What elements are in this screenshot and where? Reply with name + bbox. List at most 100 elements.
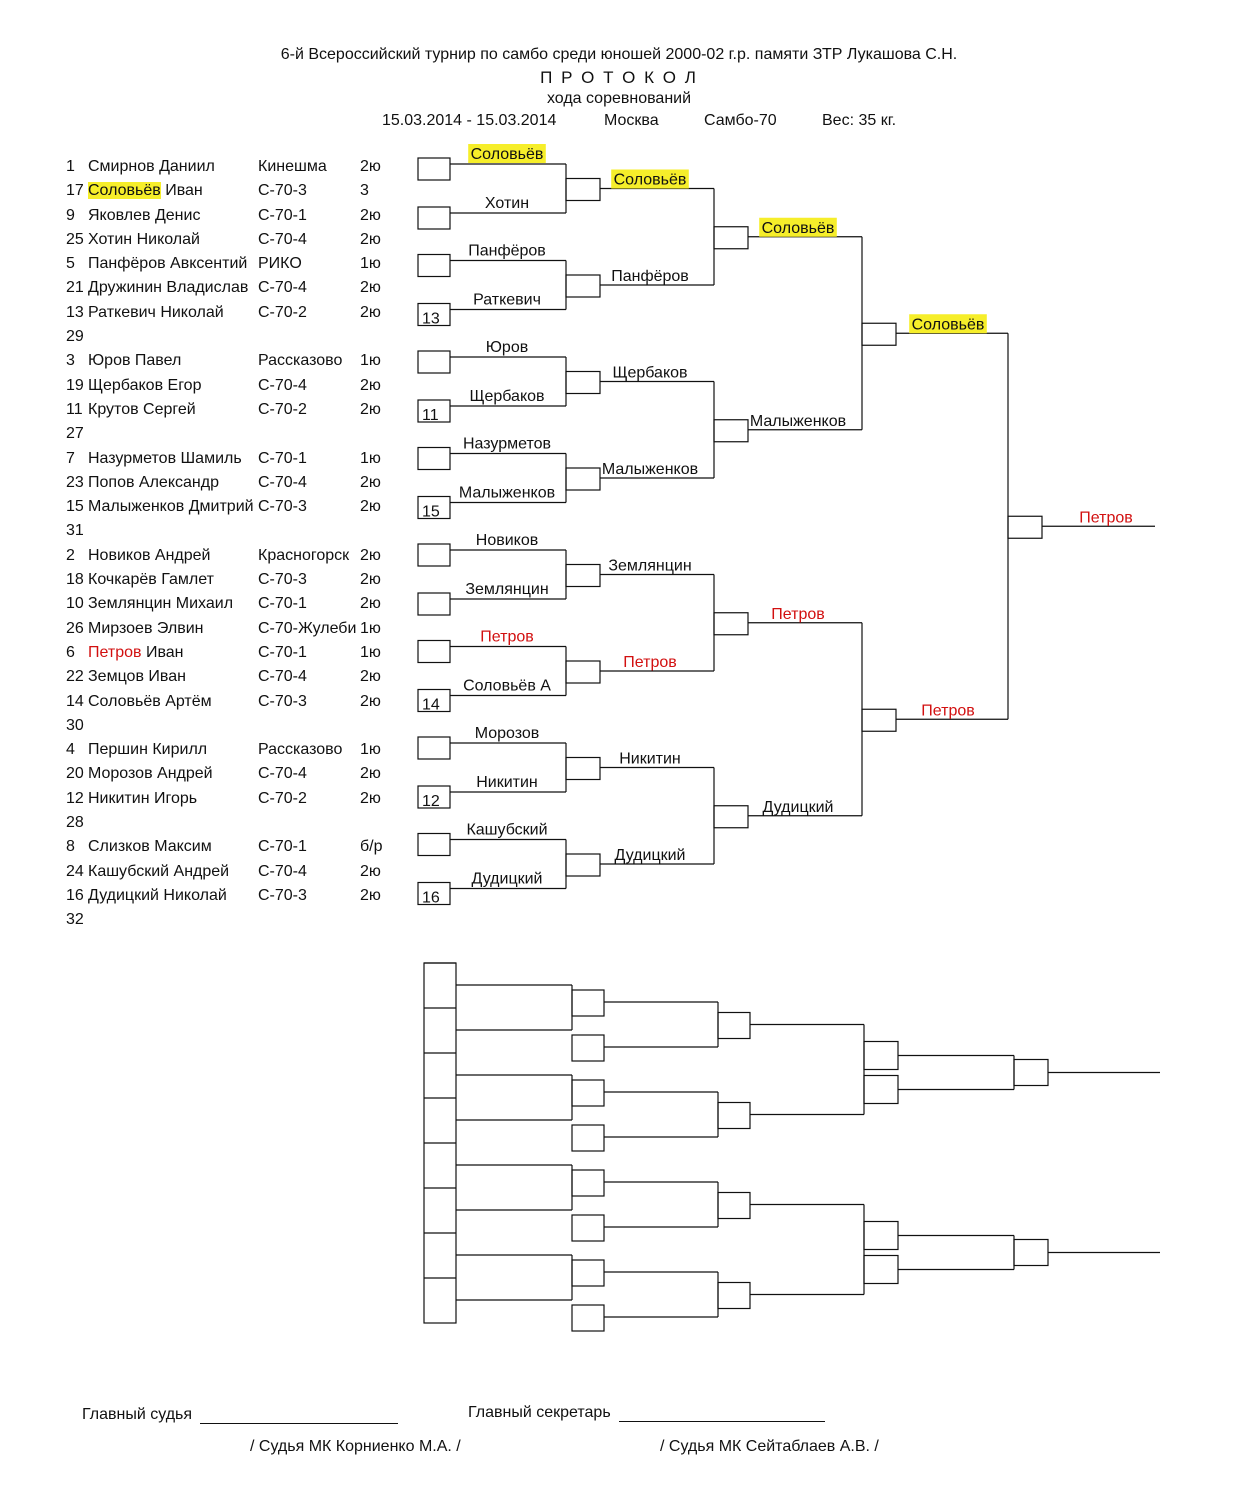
participant-number: 5: [66, 255, 75, 273]
participant-number: 13: [66, 303, 84, 321]
participant-number: 12: [66, 789, 84, 807]
participant-number: 1: [66, 158, 75, 175]
participant-club: С-70-3: [258, 498, 307, 516]
round1-competitor: Никитин: [476, 774, 538, 791]
score-box: [1013, 1058, 1049, 1087]
round1-competitor: Соловьёв А: [463, 678, 551, 695]
participant-name: Слизков Максим: [88, 838, 212, 856]
participant-number: 4: [66, 741, 75, 759]
round1-competitor: Малыженков: [459, 485, 555, 502]
round1-competitor: Назурметов: [463, 436, 551, 453]
score-box: [717, 1191, 751, 1220]
participant-name: Раткевич Николай: [88, 303, 224, 321]
participant-rank: 2ю: [360, 230, 381, 248]
participant-name: Соловьёв Иван: [88, 180, 203, 202]
participant-number: 18: [66, 571, 84, 589]
participant-club: С-70-3: [258, 182, 307, 200]
score-box: [571, 1079, 605, 1107]
participant-name: Яковлев Денис: [88, 206, 201, 224]
seed-number: 12: [422, 793, 440, 810]
participant-number: 28: [66, 814, 84, 832]
participant-name: Малыженков Дмитрий: [88, 498, 254, 516]
score-box: [417, 350, 451, 374]
chief-secretary-name: / Судья МК Сейтаблаев А.В. /: [660, 1438, 879, 1455]
score-box: [1007, 515, 1043, 539]
participant-number: 8: [66, 838, 75, 856]
participant-name: Новиков Андрей: [88, 546, 211, 564]
participant-row: 28: [66, 812, 406, 836]
participant-rank: 1ю: [360, 255, 381, 273]
participant-rank: 2ю: [360, 498, 381, 516]
participant-rank: 2ю: [360, 765, 381, 783]
participant-rank: б/р: [360, 838, 383, 856]
participant-club: Кинешма: [258, 158, 327, 175]
round3-competitor: Петров: [771, 606, 825, 623]
round1-competitor: Соловьёв: [471, 146, 544, 163]
repechage-frame: [423, 962, 457, 1324]
score-box: [417, 785, 451, 809]
participant-number: 3: [66, 352, 75, 370]
score-box: [417, 446, 451, 471]
participant-rank: 2ю: [360, 862, 381, 880]
score-box: [571, 989, 605, 1017]
participant-club: С-70-4: [258, 230, 307, 248]
score-box: [417, 688, 451, 713]
participant-name: Дудицкий Николай: [88, 886, 227, 904]
winner-highlight: [909, 314, 987, 334]
participant-name: Крутов Сергей: [88, 400, 196, 418]
score-box: [417, 832, 451, 857]
score-box: [417, 881, 451, 906]
competition-dates: 15.03.2014 - 15.03.2014: [382, 112, 557, 129]
score-box: [565, 660, 601, 684]
participant-name: Назурметов Шамиль: [88, 449, 242, 467]
round3-competitor: Малыженков: [750, 413, 846, 430]
participant-number: 10: [66, 595, 84, 613]
seed-number: 11: [422, 407, 439, 424]
round2-competitor: Щербаков: [612, 365, 687, 382]
score-box: [713, 226, 749, 250]
participant-club: С-70-3: [258, 692, 307, 710]
participant-number: 11: [66, 400, 83, 418]
participant-club: С-70-3: [258, 886, 307, 904]
score-box: [571, 1124, 605, 1152]
participant-club: С-70-Жулеби: [258, 619, 357, 637]
participant-rank: 2ю: [360, 595, 381, 613]
participant-row: 30: [66, 715, 406, 739]
round1-competitor: Дудицкий: [472, 871, 543, 888]
score-box: [417, 495, 451, 520]
score-box: [863, 1254, 899, 1285]
participant-number: 16: [66, 886, 84, 904]
participant-club: Рассказово: [258, 741, 343, 759]
round2-competitor: Землянцин: [608, 558, 691, 575]
participant-name: Земцов Иван: [88, 668, 186, 686]
participant-club: С-70-4: [258, 668, 307, 686]
participant-club: С-70-1: [258, 595, 307, 613]
participant-firstname: Иван: [141, 643, 184, 661]
score-box: [571, 1169, 605, 1197]
seed-number: 14: [422, 697, 440, 714]
score-box: [571, 1304, 605, 1332]
round1-competitor: Панфёров: [468, 243, 546, 260]
round1-competitor: Юров: [486, 339, 528, 356]
round2-competitor: Никитин: [619, 751, 681, 768]
participant-rank: 2ю: [360, 376, 381, 394]
protocol-title: П Р О Т О К О Л: [540, 68, 698, 87]
participant-name: Дружинин Владислав: [88, 279, 249, 297]
participant-number: 27: [66, 425, 84, 443]
round3-competitor: Дудицкий: [763, 799, 834, 816]
score-box: [417, 736, 451, 760]
score-box: [565, 274, 601, 298]
participant-name: Попов Александр: [88, 473, 219, 491]
score-box: [571, 1034, 605, 1062]
